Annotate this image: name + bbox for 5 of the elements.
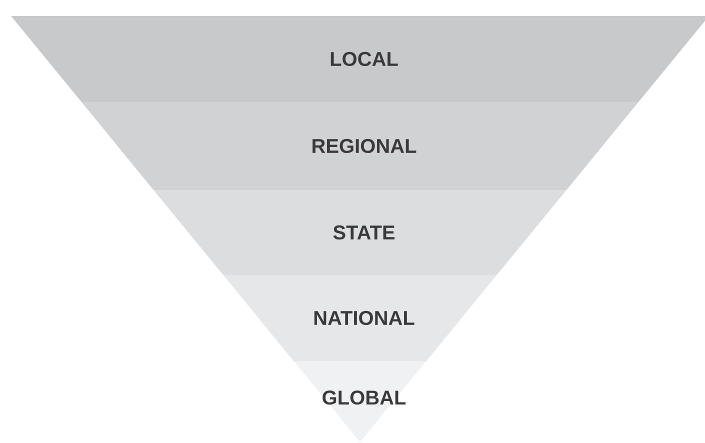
funnel-band: REGIONAL (82, 102, 638, 190)
funnel-band: LOCAL (11, 16, 705, 102)
funnel-band: STATE (154, 190, 566, 275)
funnel-band: NATIONAL (223, 274, 497, 361)
funnel-band: GLOBAL (294, 360, 426, 442)
